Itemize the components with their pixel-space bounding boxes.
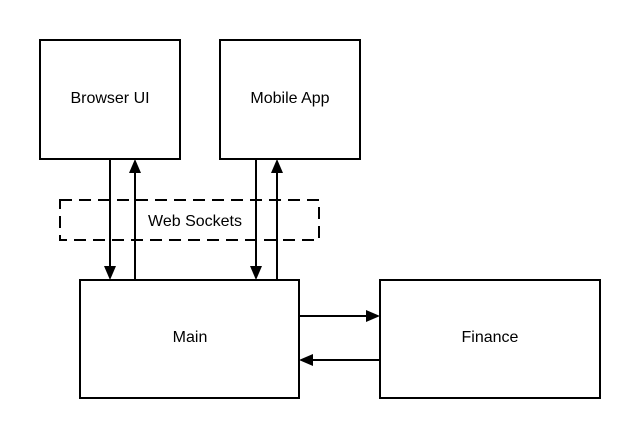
arrowhead-down-icon (250, 266, 262, 280)
main-label: Main (173, 329, 208, 346)
arrowhead-up-icon (271, 159, 283, 173)
web-sockets-group-border (59, 199, 320, 241)
finance-label: Finance (462, 329, 519, 346)
mobile-app-label: Mobile App (250, 90, 329, 107)
edge-main-to-finance (299, 310, 380, 322)
edge-browser-ui-to-main (104, 159, 116, 280)
browser-ui-node[interactable]: Browser UI (39, 39, 181, 160)
edge-main-to-mobile-app (271, 159, 283, 280)
arrowhead-right-icon (366, 310, 380, 322)
edge-main-to-browser-ui (129, 159, 141, 280)
arrowhead-left-icon (299, 354, 313, 366)
finance-box[interactable] (379, 279, 601, 399)
finance-node[interactable]: Finance (379, 279, 601, 399)
edge-mobile-app-to-main (250, 159, 262, 280)
edge-finance-to-main (299, 354, 380, 366)
web-sockets-label: Web Sockets (148, 213, 242, 230)
mobile-app-node[interactable]: Mobile App (219, 39, 361, 160)
browser-ui-box[interactable] (39, 39, 181, 160)
arrowhead-up-icon (129, 159, 141, 173)
arrowhead-down-icon (104, 266, 116, 280)
web-sockets-group: Web Sockets (59, 199, 320, 241)
main-node[interactable]: Main (79, 279, 300, 399)
mobile-app-box[interactable] (219, 39, 361, 160)
browser-ui-label: Browser UI (70, 90, 149, 107)
main-box[interactable] (79, 279, 300, 399)
